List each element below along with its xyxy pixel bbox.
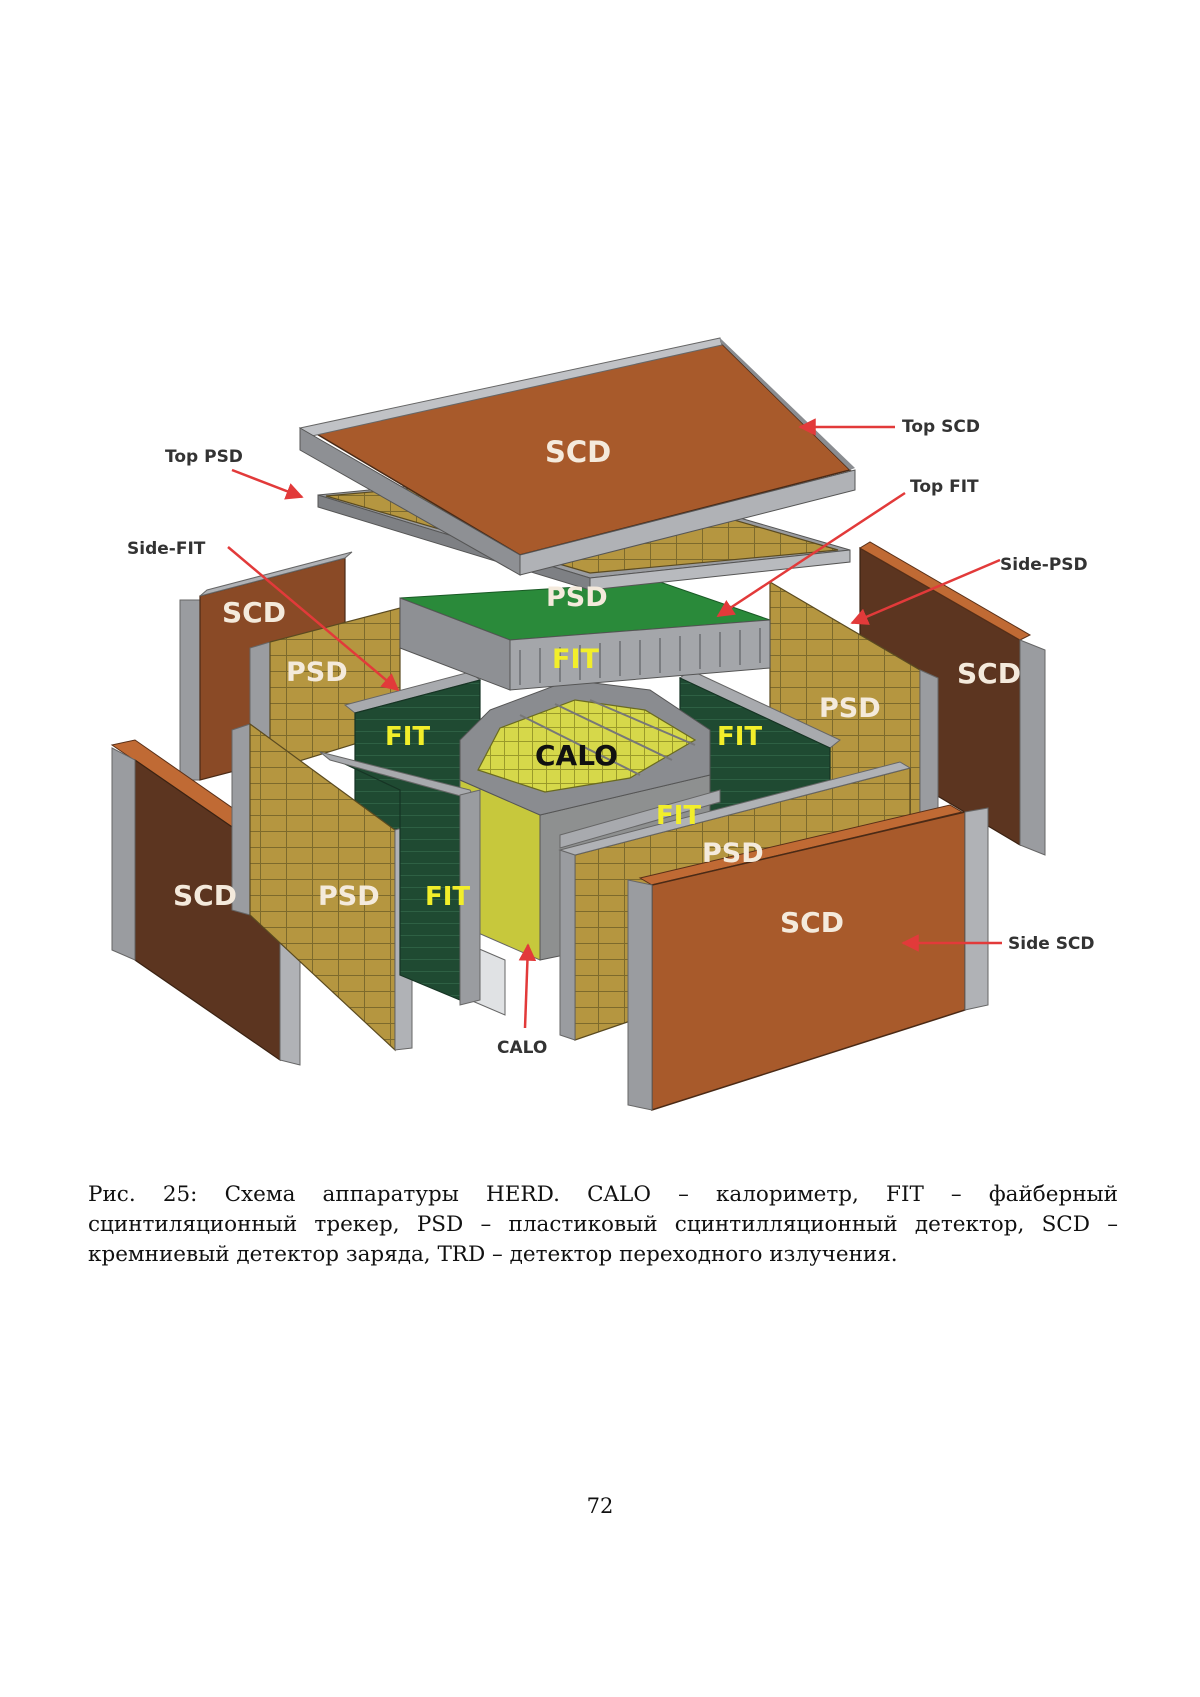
label-psd-back-left: PSD [286, 657, 348, 688]
label-psd-back-right: PSD [819, 693, 881, 724]
callout-top-fit: Top FIT [910, 477, 979, 497]
label-psd-front-left: PSD [318, 881, 380, 912]
label-scd-top: SCD [545, 435, 611, 469]
arrow-top-psd [232, 470, 302, 497]
label-fit-top: FIT [552, 644, 599, 675]
label-psd-front-right: PSD [702, 838, 764, 869]
callout-top-psd: Top PSD [165, 447, 243, 467]
label-scd-back-right: SCD [957, 657, 1021, 690]
callout-top-scd: Top SCD [902, 417, 980, 437]
label-fit-front-left: FIT [425, 882, 470, 912]
page-number: 72 [0, 1494, 1200, 1518]
label-scd-back-left: SCD [222, 596, 286, 629]
callout-side-psd: Side-PSD [1000, 555, 1088, 575]
figure-caption: Рис. 25: Схема аппаратуры HERD. CALO – к… [88, 1180, 1118, 1270]
label-calo: CALO [535, 739, 618, 772]
label-scd-front-left: SCD [173, 879, 237, 912]
label-fit-back-right: FIT [717, 722, 762, 752]
herd-detector-diagram: Top SCD Top PSD Top FIT Side-FIT Side-PS… [0, 0, 1200, 1150]
label-scd-front-right: SCD [780, 906, 844, 939]
callout-side-fit: Side-FIT [127, 539, 206, 559]
callout-side-scd: Side SCD [1008, 934, 1095, 954]
label-fit-front-right: FIT [656, 801, 701, 831]
label-psd-top: PSD [546, 582, 608, 613]
callout-calo: CALO [497, 1038, 547, 1058]
label-fit-back-left: FIT [385, 722, 430, 752]
arrow-calo [525, 945, 528, 1028]
